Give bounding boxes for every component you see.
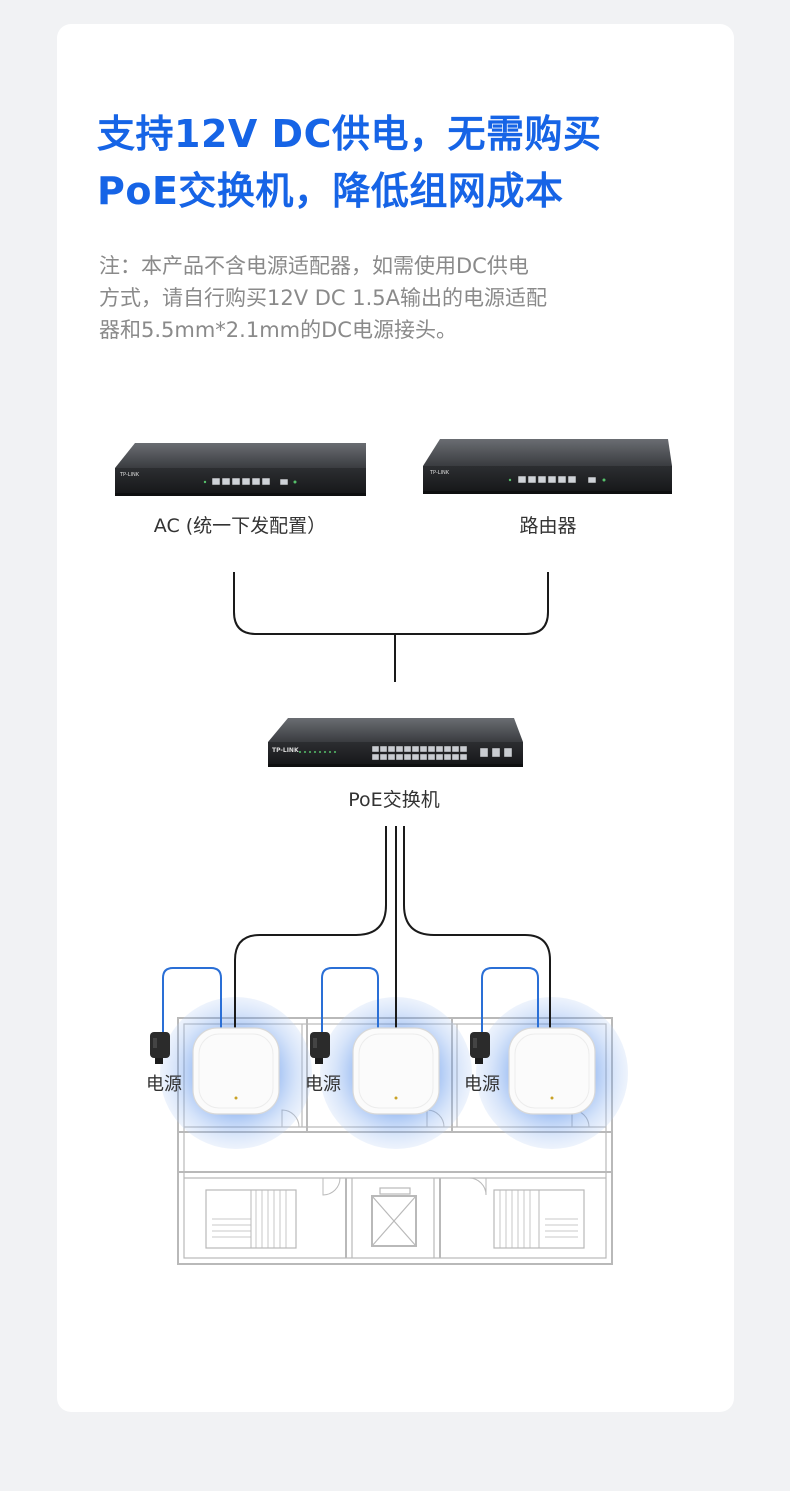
power-label-right: 电源 xyxy=(464,1074,500,1095)
switch-brand-label: TP-LINK xyxy=(272,747,299,754)
note-line-1: 注：本产品不含电源适配器，如需使用DC供电 xyxy=(99,254,529,278)
ethernet-cables xyxy=(234,826,551,1040)
power-adapter-right xyxy=(470,1032,490,1064)
access-point-right xyxy=(508,1027,596,1115)
poe-switch: TP-LINK xyxy=(268,718,523,767)
router-label: 路由器 xyxy=(519,515,576,537)
ac-controller: TP-LINK xyxy=(115,443,366,496)
power-label-left: 电源 xyxy=(146,1074,182,1095)
power-adapter-left xyxy=(150,1032,170,1064)
power-adapter-middle xyxy=(310,1032,330,1064)
access-point-middle xyxy=(352,1027,440,1115)
ac-label: AC (统一下发配置） xyxy=(154,515,326,537)
ac-brand-label: TP-LINK xyxy=(119,472,140,478)
note-line-3: 器和5.5mm*2.1mm的DC电源接头。 xyxy=(99,318,457,342)
router: TP-LINK xyxy=(423,439,672,494)
router-brand-label: TP-LINK xyxy=(429,470,450,476)
power-cables xyxy=(162,967,539,1040)
uplink-cable xyxy=(233,572,549,635)
headline-line-1: 支持12V DC供电，无需购买 xyxy=(97,112,602,156)
switch-label: PoE交换机 xyxy=(348,789,439,811)
power-label-middle: 电源 xyxy=(305,1074,341,1095)
note-line-2: 方式，请自行购买12V DC 1.5A输出的电源适配 xyxy=(99,286,548,310)
headline: 支持12V DC供电，无需购买 PoE交换机，降低组网成本 xyxy=(97,106,697,220)
note-text: 注：本产品不含电源适配器，如需使用DC供电 方式，请自行购买12V DC 1.5… xyxy=(99,250,659,346)
headline-line-2: PoE交换机，降低组网成本 xyxy=(97,169,564,213)
access-point-left xyxy=(192,1027,280,1115)
